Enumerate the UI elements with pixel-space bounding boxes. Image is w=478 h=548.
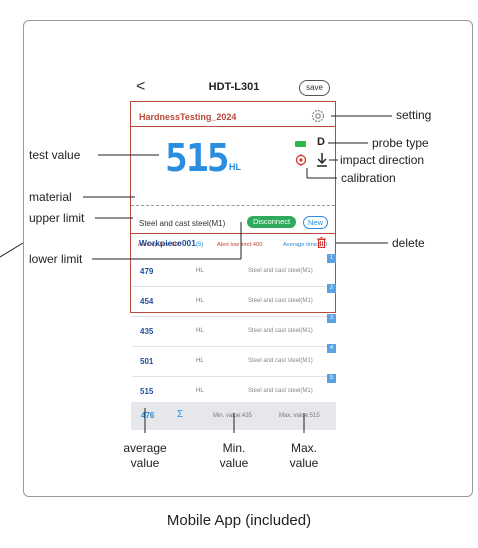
row-value: 479 <box>140 267 154 276</box>
row-value: 435 <box>140 327 154 336</box>
sigma-icon: Σ <box>177 409 184 420</box>
save-button[interactable]: save <box>299 80 330 96</box>
row-value: 454 <box>140 297 154 306</box>
trash-icon[interactable] <box>317 237 326 248</box>
annotation-max-line1: Max. <box>290 441 317 455</box>
gear-icon[interactable] <box>311 109 325 123</box>
alert-up-limit: Alert up limit:600 <box>138 242 182 248</box>
top-bar: < HDT-L301 save <box>128 72 340 102</box>
annotation-max-value: Max. value <box>278 441 330 471</box>
row-unit: HL <box>196 358 204 364</box>
row-index: 1 <box>327 254 336 263</box>
annotation-min-value: Min. value <box>208 441 260 471</box>
list-item[interactable]: 479 HL Steel and cast steel(M1) 1 <box>132 254 336 287</box>
divider <box>131 126 335 127</box>
row-value: 515 <box>140 387 154 396</box>
workpiece-count: (5) <box>196 242 204 248</box>
row-material: Steel and cast steel(M1) <box>248 268 313 274</box>
calibration-icon[interactable] <box>295 154 307 166</box>
probe-type: D <box>317 136 325 148</box>
annotation-average-line2: value <box>130 456 160 470</box>
row-unit: HL <box>196 268 204 274</box>
row-material: Steel and cast steel(M1) <box>248 328 313 334</box>
workpiece-name: Workpiece001 <box>139 238 197 248</box>
disconnect-button[interactable]: Disconnect <box>247 216 297 228</box>
device-title: HDT-L301 <box>208 81 260 93</box>
row-material: Steel and cast steel(M1) <box>248 358 313 364</box>
row-unit: HL <box>196 298 204 304</box>
test-value-text: 515 <box>165 139 227 175</box>
row-unit: HL <box>196 388 204 394</box>
test-value-display: 515 <box>165 139 227 175</box>
phone-screen: < HDT-L301 save HardnessTesting_2024 515… <box>128 72 340 430</box>
figure-caption: Mobile App (included) <box>166 512 312 529</box>
annotation-max-line2: value <box>289 456 319 470</box>
row-index: 2 <box>327 284 336 293</box>
dashed-divider <box>131 205 335 206</box>
annotation-average-value: average value <box>114 441 176 471</box>
annotation-impact-direction: impact direction <box>340 153 425 167</box>
average-time: Average time:5-0 <box>283 242 328 248</box>
test-value-unit: HL <box>229 162 241 172</box>
annotation-setting: setting <box>396 108 432 122</box>
annotation-min-line1: Min. <box>222 441 246 455</box>
row-index: 5 <box>327 374 336 383</box>
row-value: 501 <box>140 357 154 366</box>
figure-frame <box>23 20 473 497</box>
annotation-upper-limit: upper limit <box>29 211 85 225</box>
row-material: Steel and cast steel(M1) <box>248 388 313 394</box>
workpiece-title[interactable]: Workpiece001(5) <box>139 238 203 248</box>
summary-bar: 476 Σ Min. value:435 Max. value:515 <box>131 402 336 430</box>
annotation-min-line2: value <box>219 456 249 470</box>
row-material: Steel and cast steel(M1) <box>248 298 313 304</box>
test-name: HardnessTesting_2024 <box>139 112 237 122</box>
list-item[interactable]: 501 HL Steel and cast steel(M1) 4 <box>132 344 336 377</box>
annotation-average-line1: average <box>123 441 167 455</box>
row-unit: HL <box>196 328 204 334</box>
measurement-list: 479 HL Steel and cast steel(M1) 1 454 HL… <box>132 254 336 407</box>
annotation-delete: delete <box>392 236 425 250</box>
annotation-test-value: test value <box>29 148 81 162</box>
annotation-probe-type: probe type <box>372 136 429 150</box>
min-value: Min. value:435 <box>213 413 253 419</box>
new-button[interactable]: New <box>303 216 329 229</box>
average-value: 476 <box>141 411 155 420</box>
annotation-material: material <box>29 190 72 204</box>
impact-direction-icon <box>317 153 327 167</box>
annotation-calibration: calibration <box>341 171 396 185</box>
material-label: Steel and cast steel(M1) <box>139 219 226 228</box>
battery-icon <box>295 141 306 147</box>
list-item[interactable]: 435 HL Steel and cast steel(M1) 3 <box>132 314 336 347</box>
annotation-lower-limit: lower limit <box>29 252 83 266</box>
row-index: 4 <box>327 344 336 353</box>
row-index: 3 <box>327 314 336 323</box>
alert-low-limit: Alert low limit:400 <box>217 242 263 248</box>
divider <box>131 233 335 234</box>
list-item[interactable]: 454 HL Steel and cast steel(M1) 2 <box>132 284 336 317</box>
measurement-panel: HardnessTesting_2024 515 HL D Steel and … <box>130 101 336 313</box>
back-icon[interactable]: < <box>136 78 146 95</box>
max-value: Max. value:515 <box>279 413 320 419</box>
